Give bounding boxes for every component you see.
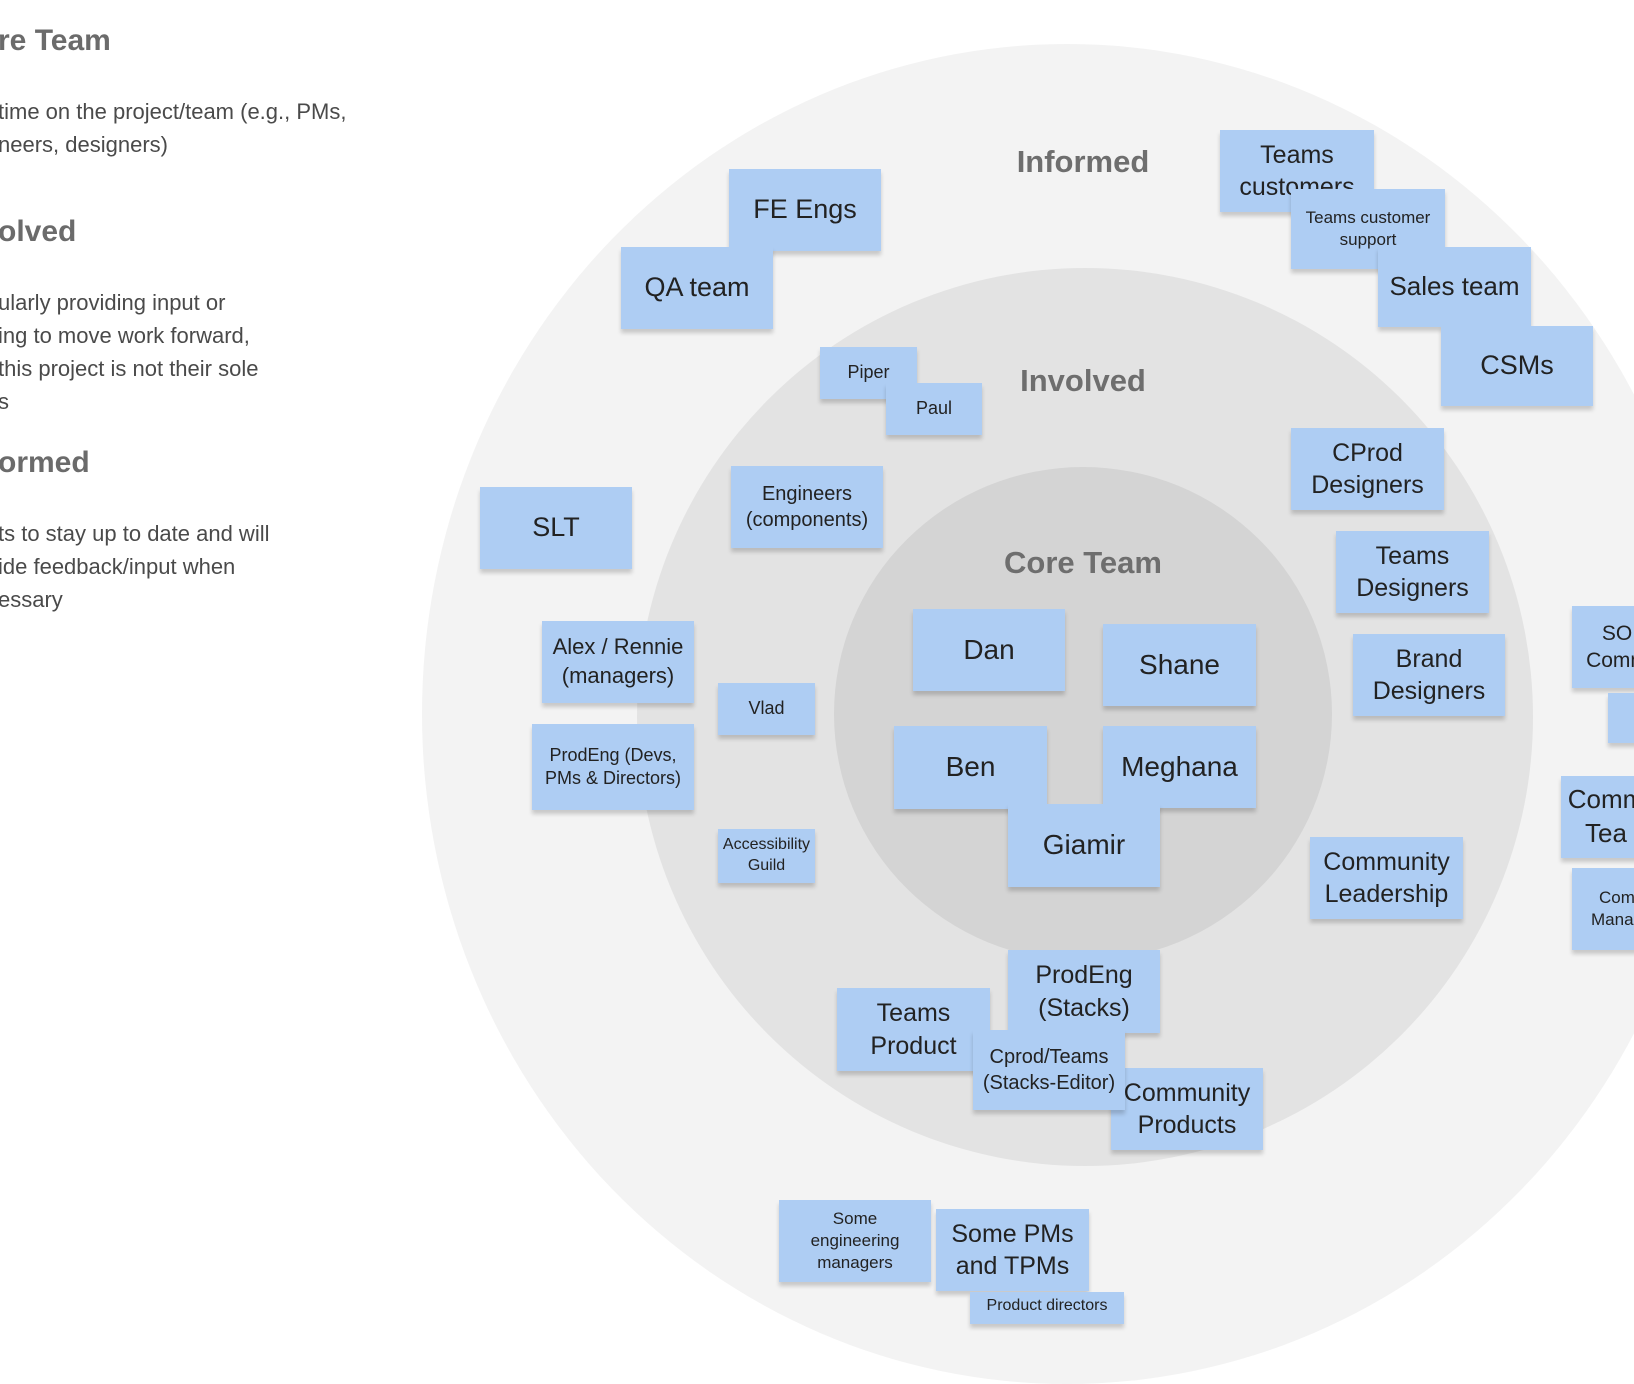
legend-panel: re Team time on the project/team (e.g., … — [0, 0, 420, 700]
sticky-note-csms[interactable]: CSMs — [1441, 326, 1593, 406]
sticky-note-teams-product[interactable]: Teams Product — [837, 988, 990, 1071]
legend-text-informed: ts to stay up to date and will ide feedb… — [0, 521, 270, 612]
sticky-note-teams-designers[interactable]: Teams Designers — [1336, 531, 1489, 613]
sticky-note-cprod-teams-stacks-editor[interactable]: Cprod/Teams (Stacks-Editor) — [973, 1030, 1125, 1110]
sticky-note-engineers-components[interactable]: Engineers (components) — [731, 466, 883, 548]
sticky-note-giamir[interactable]: Giamir — [1008, 804, 1160, 887]
sticky-note-community-managers[interactable]: Com Manag — [1572, 868, 1634, 950]
legend-heading-informed: ormed — [0, 446, 90, 479]
sticky-note-community-team[interactable]: Comm Tea — [1561, 776, 1634, 858]
sticky-note-shane[interactable]: Shane — [1103, 624, 1256, 706]
sticky-note-alex-rennie-managers[interactable]: Alex / Rennie (managers) — [542, 621, 694, 703]
sticky-note-community-products[interactable]: Community Products — [1111, 1068, 1263, 1150]
sticky-note-prodeng-stacks[interactable]: ProdEng (Stacks) — [1008, 950, 1160, 1033]
sticky-note-teams-customer-support[interactable]: Teams customer support — [1291, 189, 1445, 269]
legend-text-core-team: time on the project/team (e.g., PMs, nee… — [0, 99, 347, 157]
sticky-note-cprod-designers[interactable]: CProd Designers — [1291, 428, 1444, 510]
sticky-note-product-directors[interactable]: Product directors — [970, 1292, 1124, 1324]
sticky-note-so-community[interactable]: SO Comm — [1572, 606, 1634, 688]
sticky-note-vlad[interactable]: Vlad — [718, 683, 815, 735]
legend-text-involved: ularly providing input or ing to move wo… — [0, 290, 259, 414]
sticky-note-qa-team[interactable]: QA team — [621, 247, 773, 329]
sticky-note-right-edge[interactable] — [1608, 693, 1634, 743]
legend-heading-involved: olved — [0, 215, 77, 248]
sticky-note-sales-team[interactable]: Sales team — [1378, 247, 1531, 327]
sticky-note-prodeng-devs-pms-directors[interactable]: ProdEng (Devs, PMs & Directors) — [532, 724, 694, 810]
sticky-note-dan[interactable]: Dan — [913, 609, 1065, 691]
sticky-note-accessibility-guild[interactable]: Accessibility Guild — [718, 829, 815, 883]
sticky-note-paul[interactable]: Paul — [886, 383, 982, 435]
sticky-note-fe-engs[interactable]: FE Engs — [729, 169, 881, 251]
informed-ring-label: Informed — [1016, 144, 1150, 179]
sticky-note-brand-designers[interactable]: Brand Designers — [1353, 634, 1505, 716]
involved-ring-label: Involved — [1020, 363, 1146, 398]
sticky-note-meghana[interactable]: Meghana — [1103, 726, 1256, 808]
sticky-note-ben[interactable]: Ben — [894, 726, 1047, 809]
sticky-note-some-pms-and-tpms[interactable]: Some PMs and TPMs — [936, 1209, 1089, 1291]
legend-heading-core-team: re Team — [0, 24, 111, 57]
sticky-note-community-leadership[interactable]: Community Leadership — [1310, 837, 1463, 919]
core-team-ring-label: Core Team — [1004, 545, 1162, 580]
sticky-note-some-engineering-managers[interactable]: Some engineering managers — [779, 1200, 931, 1282]
sticky-note-slt[interactable]: SLT — [480, 487, 632, 569]
